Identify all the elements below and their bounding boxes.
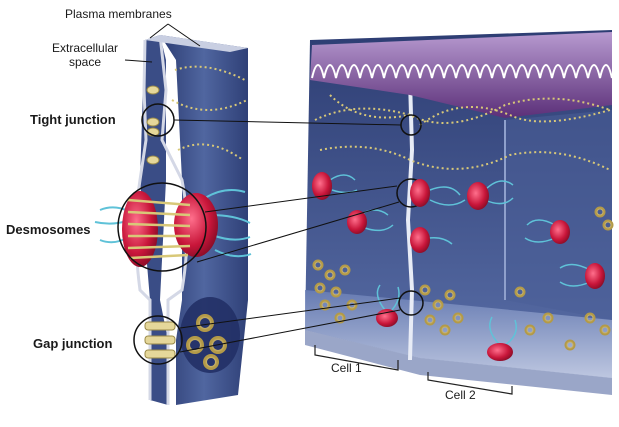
desmosome-detail: [94, 182, 252, 272]
slab-filaments: [171, 65, 248, 161]
cell-block: [305, 30, 614, 395]
gap-junction-zoom-circle: [398, 290, 424, 316]
cell-membrane-divider: [405, 79, 415, 361]
tight-junction-label: Tight junction: [30, 112, 116, 127]
connexon-rings: [312, 206, 614, 351]
intermediate-filaments: [314, 94, 611, 171]
membrane-slab: [94, 34, 252, 405]
microvilli: [310, 32, 613, 118]
cell-brackets: [314, 345, 513, 395]
desmosomes-label: Desmosomes: [6, 222, 91, 237]
plasma-membranes-label: Plasma membranes: [65, 7, 172, 21]
cell-1-label: Cell 1: [331, 361, 362, 375]
extracellular-space-label: Extracellular space: [52, 41, 119, 69]
cell-2-label: Cell 2: [445, 388, 476, 402]
gap-junction-label: Gap junction: [33, 336, 113, 351]
tight-junction-beads: [146, 85, 160, 165]
desmosome-callout-circle: [117, 182, 207, 272]
gap-junction-detail: [133, 297, 240, 373]
gap-junction-callout-circle: [133, 315, 183, 365]
cell-block-base: [305, 330, 612, 395]
connector-lines: [124, 23, 402, 353]
